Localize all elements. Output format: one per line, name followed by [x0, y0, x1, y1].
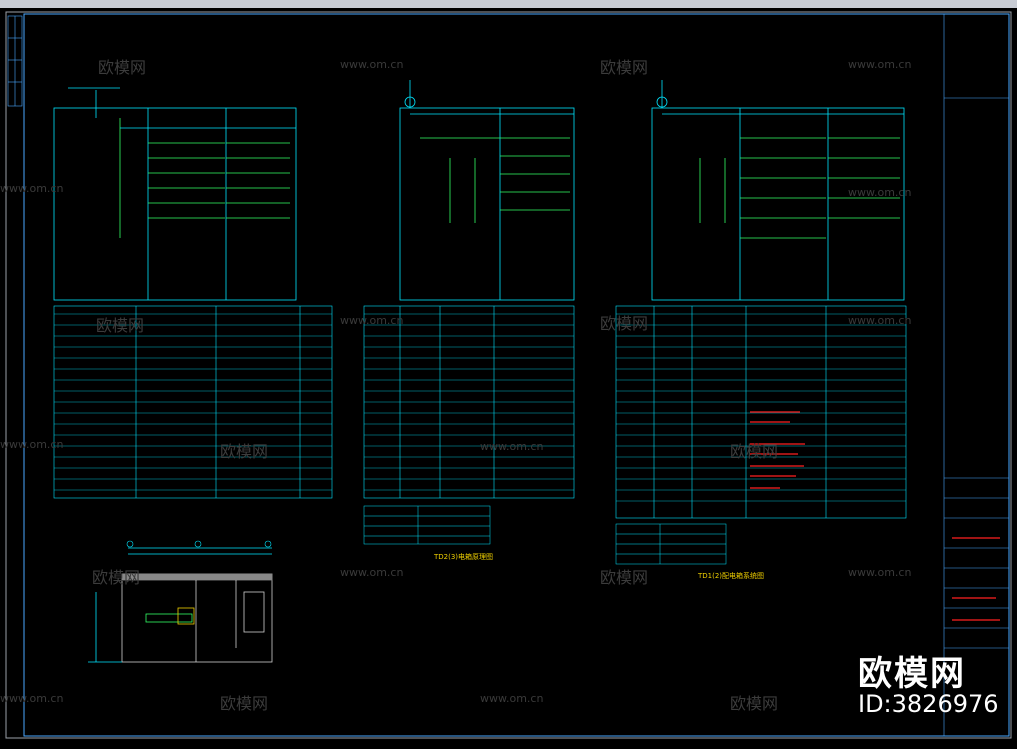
panel-right-caption: TD1(2)配电箱系统图	[698, 572, 765, 580]
watermark-site: www.om.cn	[0, 438, 64, 451]
brand-logo-text: 欧模网	[858, 654, 966, 694]
watermark-cn: 欧模网	[96, 316, 145, 335]
watermark-site: www.om.cn	[340, 314, 404, 327]
watermark-site: www.om.cn	[0, 182, 64, 195]
watermark-site: www.om.cn	[480, 440, 544, 453]
floor-plan	[88, 547, 273, 663]
watermark-cn: 欧模网	[92, 568, 141, 587]
title-block	[943, 13, 1010, 737]
title-block-red-stamps	[952, 537, 1000, 621]
panel-right-table	[615, 305, 907, 519]
watermark-cn: 欧模网	[730, 694, 779, 713]
watermark-site: www.om.cn	[848, 186, 912, 199]
panel-left-schematic	[53, 87, 297, 301]
drawing-frame	[5, 11, 1012, 739]
watermark-site: www.om.cn	[848, 58, 912, 71]
watermark-cn: 欧模网	[730, 442, 779, 461]
drawing-border-inner	[23, 13, 1010, 737]
watermark-site: www.om.cn	[340, 58, 404, 71]
panel-right-red-notes	[750, 411, 805, 489]
cad-drawing-canvas	[5, 11, 1012, 739]
watermark-site: www.om.cn	[340, 566, 404, 579]
panel-middle-legend	[363, 505, 491, 545]
brand-id-label: ID:3826976	[858, 690, 999, 718]
panel-right-table-rows	[616, 313, 906, 502]
window-top-bar	[0, 0, 1017, 8]
panel-right-legend	[615, 523, 727, 565]
watermark-cn: 欧模网	[98, 58, 147, 77]
binding-strip	[7, 15, 23, 107]
floor-plan-axis-markers	[126, 540, 272, 548]
watermark-site: www.om.cn	[848, 566, 912, 579]
panel-middle-schematic	[399, 80, 575, 301]
watermark-cn: 欧模网	[220, 442, 269, 461]
watermark-site: www.om.cn	[0, 692, 64, 705]
watermark-site: www.om.cn	[480, 692, 544, 705]
watermark-cn: 欧模网	[600, 58, 649, 77]
panel-left-table-rows	[54, 313, 332, 491]
watermark-cn: 欧模网	[600, 568, 649, 587]
watermark-site: www.om.cn	[848, 314, 912, 327]
panel-middle-table-rows	[364, 313, 574, 491]
panel-right-schematic	[651, 80, 905, 301]
watermark-cn: 欧模网	[600, 314, 649, 333]
watermark-cn: 欧模网	[220, 694, 269, 713]
panel-middle-caption: TD2(3)电箱原理图	[434, 553, 494, 561]
